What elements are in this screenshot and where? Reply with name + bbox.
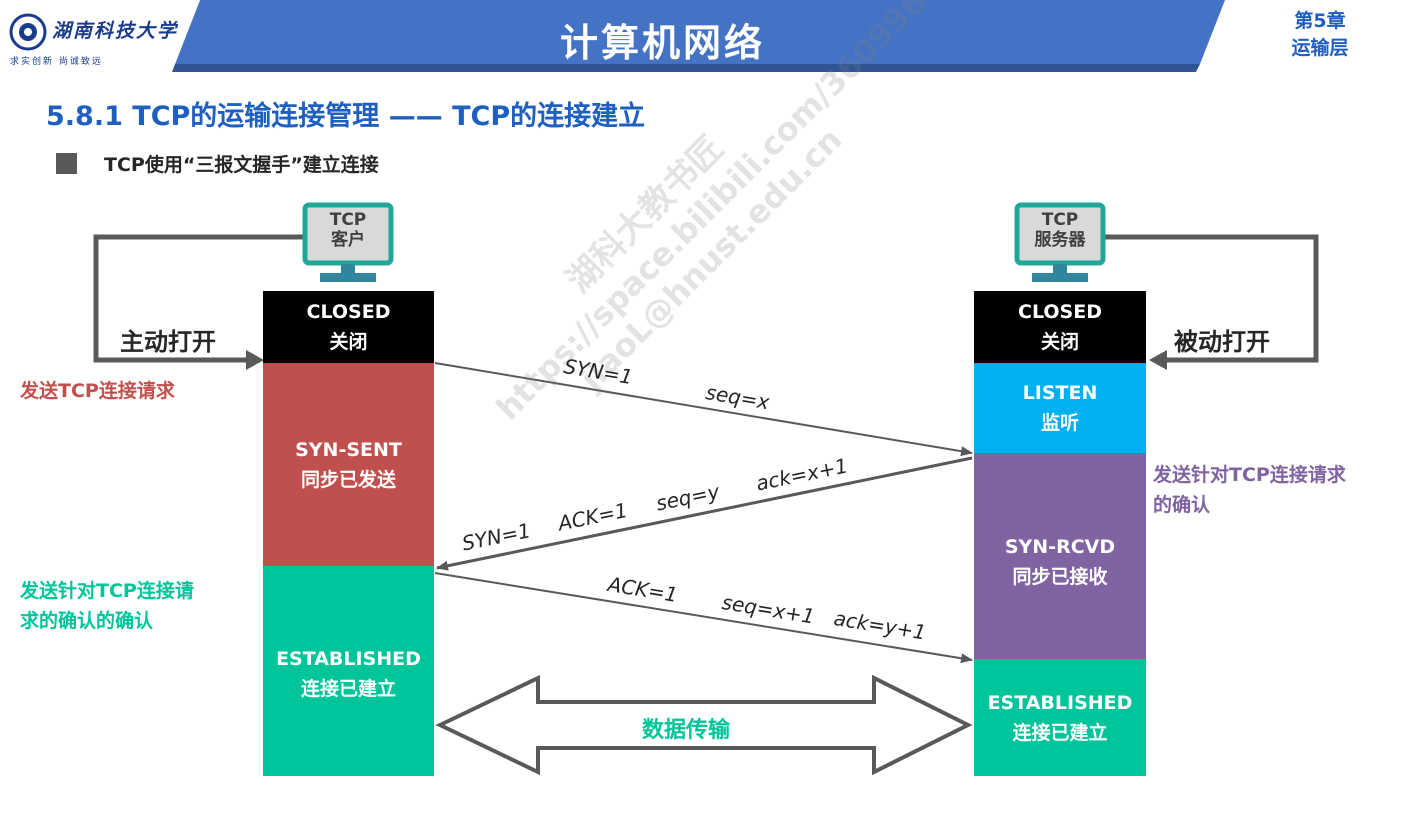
ack-arrow [434,572,973,664]
client-closed-en: CLOSED [306,301,391,323]
server-state-established: ESTABLISHED 连接已建立 [974,659,1146,776]
client-state-syn-sent: SYN-SENT 同步已发送 [263,363,434,566]
server-label-line1: TCP [1041,210,1079,230]
server-state-syn-rcvd: SYN-RCVD 同步已接收 [974,453,1146,659]
data-transfer-label: 数据传输 [642,718,731,743]
client-syn-sent-zh: 同步已发送 [300,468,396,491]
data-transfer-arrow [435,674,973,776]
server-syn-rcvd-zh: 同步已接收 [1012,566,1108,588]
bullet-text: TCP使用“三报文握手”建立连接 [104,154,379,176]
active-open-label: 主动打开 [120,328,216,356]
server-listen-zh: 监听 [1040,412,1079,434]
passive-open-label: 被动打开 [1174,328,1270,356]
client-label-line1: TCP [329,210,367,230]
note-send-ack: 发送针对TCP连接请求 的确认 [1153,460,1346,520]
note-ack-line1: 发送针对TCP连接请求 [1153,464,1346,486]
server-listen-en: LISTEN [1022,382,1098,404]
server-state-listen: LISTEN 监听 [974,363,1146,453]
university-motto: 求实创新 尚诚致远 [10,57,103,67]
note-ack-of-ack-line2: 求的确认的确认 [20,610,154,632]
note-ack-of-ack-line1: 发送针对TCP连接请 [20,580,194,602]
client-established-en: ESTABLISHED [276,648,421,670]
client-established-zh: 连接已建立 [300,678,396,700]
university-logo-icon [9,13,47,51]
server-closed-en: CLOSED [1018,301,1102,323]
chapter-name: 运输层 [1291,37,1349,59]
server-state-closed: CLOSED 关闭 [974,291,1146,363]
syn-ack-arrow [436,456,973,571]
header-background [0,0,1225,72]
server-established-zh: 连接已建立 [1012,721,1108,744]
active-open-arrow [93,234,305,363]
server-label-line2: 服务器 [1034,230,1086,250]
client-state-established: ESTABLISHED 连接已建立 [263,566,434,776]
client-closed-zh: 关闭 [329,331,368,353]
section-title: 5.8.1 TCP的运输连接管理 —— TCP的连接建立 [46,101,646,132]
university-name: 湖南科技大学 [52,20,179,42]
note-send-ack-of-ack: 发送针对TCP连接请 求的确认的确认 [20,576,194,636]
client-syn-sent-en: SYN-SENT [295,438,402,461]
passive-open-arrow [1105,234,1319,363]
syn-arrow [434,362,973,457]
client-label: TCP 客户 [302,210,394,250]
header-bar: 湖南科技大学 求实创新 尚诚致远 计算机网络 第5章 运输层 [0,0,1410,75]
client-label-line2: 客户 [331,230,365,250]
server-syn-rcvd-en: SYN-RCVD [1004,536,1116,558]
client-state-closed: CLOSED 关闭 [263,291,434,363]
course-title: 计算机网络 [560,21,766,65]
server-established-en: ESTABLISHED [987,691,1133,714]
bullet-square-icon [56,153,77,174]
server-label: TCP 服务器 [1014,210,1106,250]
note-ack-line2: 的确认 [1153,494,1211,516]
server-closed-zh: 关闭 [1040,331,1079,353]
server-computer-icon: TCP 服务器 [1014,202,1106,290]
chapter-number: 第5章 [1294,10,1346,32]
client-computer-icon: TCP 客户 [302,202,394,290]
note-send-request: 发送TCP连接请求 [20,380,175,402]
chapter-label: 第5章 运输层 [1280,8,1360,62]
